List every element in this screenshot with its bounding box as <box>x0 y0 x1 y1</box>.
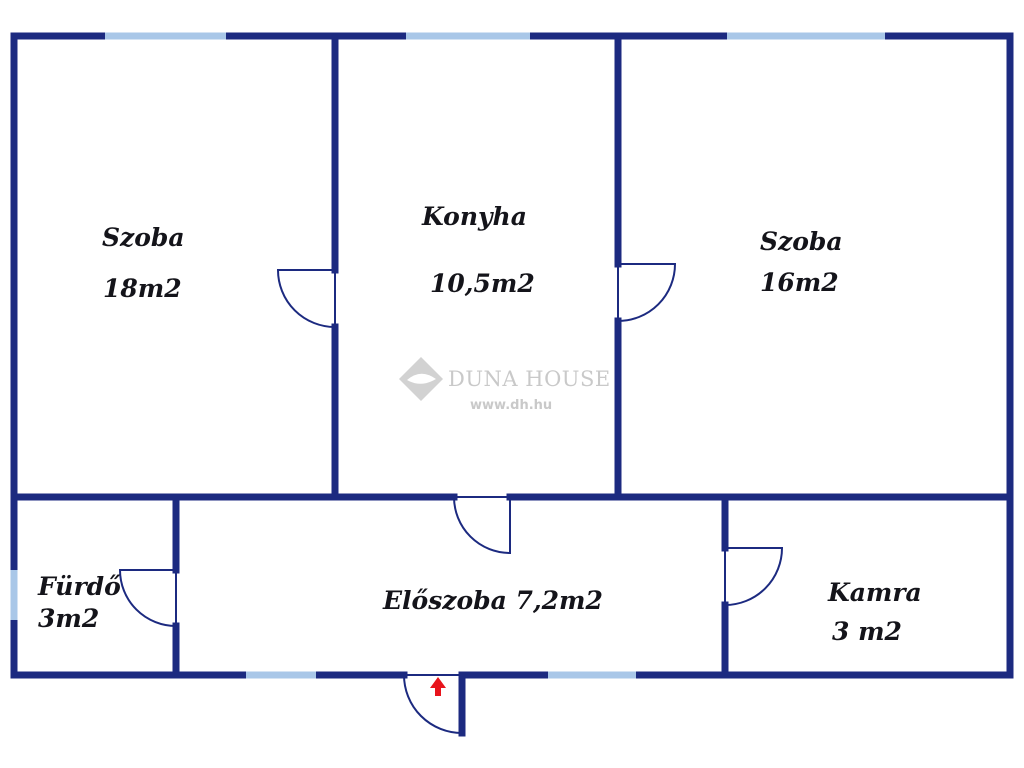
door-furdo <box>118 569 177 628</box>
room-area-szoba-right: 16m2 <box>760 268 839 297</box>
room-area-szoba-left: 18m2 <box>103 274 182 303</box>
room-name-konyha: Konyha <box>421 202 527 231</box>
room-area-kamra: 3 m2 <box>832 617 902 646</box>
room-area-konyha: 10,5m2 <box>430 269 535 298</box>
watermark: DUNA HOUSE www.dh.hu <box>399 357 611 413</box>
room-area-furdo: 3m2 <box>38 604 99 633</box>
door-konyha <box>452 496 511 555</box>
room-name-szoba-right: Szoba <box>760 227 843 256</box>
windows <box>10 32 885 679</box>
watermark-url: www.dh.hu <box>470 398 552 413</box>
door-entrance <box>402 674 463 735</box>
room-label-eloszoba: Előszoba 7,2m2 <box>382 586 603 615</box>
room-name-kamra: Kamra <box>827 578 922 607</box>
doors <box>118 263 784 735</box>
door-szoba-right <box>617 263 677 323</box>
duna-house-logo-icon <box>399 357 443 401</box>
door-szoba-left <box>276 269 336 329</box>
door-kamra <box>724 547 784 607</box>
room-labels: Szoba 18m2 Konyha 10,5m2 Szoba 16m2 Fürd… <box>37 202 922 646</box>
room-name-furdo: Fürdő <box>37 572 121 601</box>
watermark-brand: DUNA HOUSE <box>448 367 611 391</box>
red-up-arrow-icon <box>430 677 446 696</box>
room-name-szoba-left: Szoba <box>102 223 185 252</box>
